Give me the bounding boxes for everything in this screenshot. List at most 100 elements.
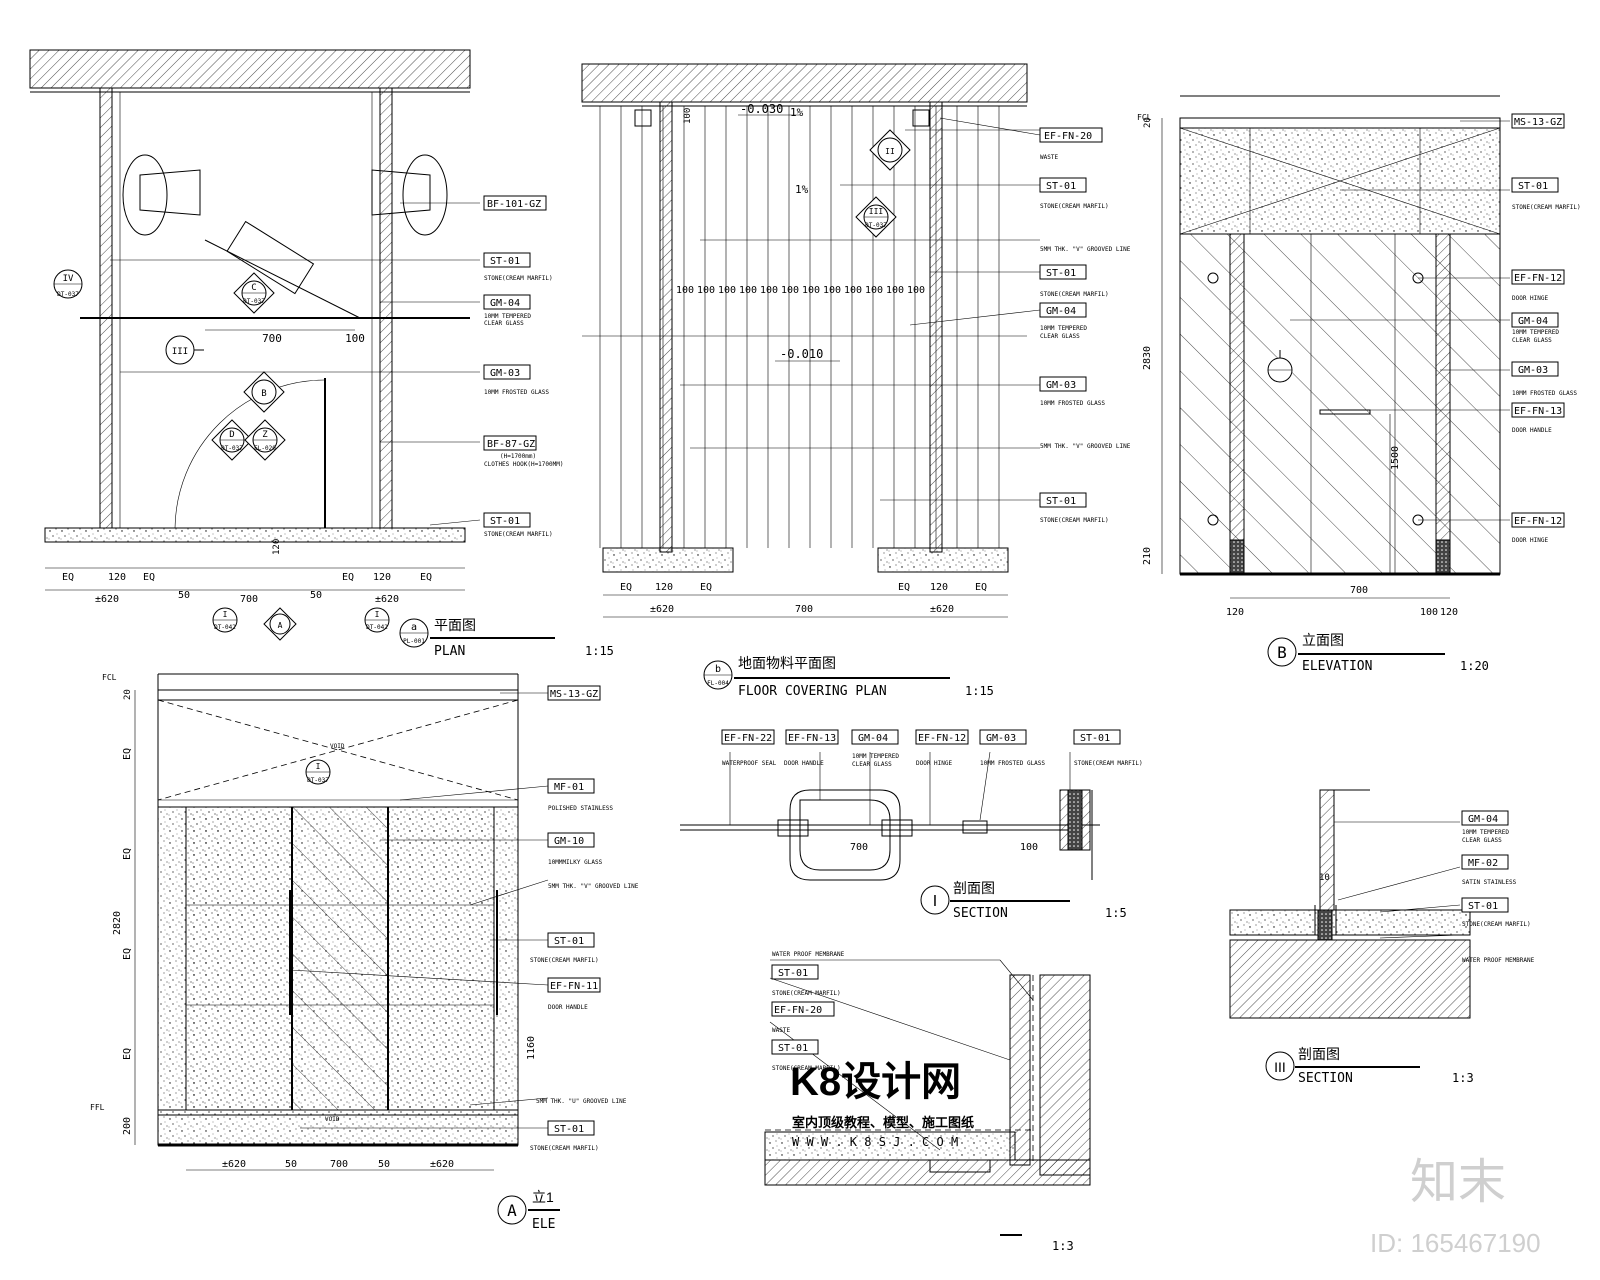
svg-text:5MM THK. "V" GROOVED LINE: 5MM THK. "V" GROOVED LINE	[548, 883, 639, 890]
marker-z: Z EL-020	[244, 419, 286, 461]
svg-text:B: B	[1277, 643, 1287, 662]
marker-iii-plan: III	[165, 335, 204, 365]
svg-text:STONE(CREAM MARFIL): STONE(CREAM MARFIL)	[1040, 203, 1109, 210]
svg-text:EQ: EQ	[620, 582, 632, 593]
svg-text:b: b	[715, 664, 721, 675]
section-ii: WATER PROOF MEMBRANE ST-01 STONE(CREAM M…	[764, 951, 1091, 1253]
svg-text:DT-037: DT-037	[243, 298, 265, 305]
svg-text:STONE(CREAM MARFIL): STONE(CREAM MARFIL)	[484, 531, 553, 538]
svg-text:FCL: FCL	[102, 673, 117, 682]
svg-text:EQ: EQ	[122, 848, 133, 860]
svg-text:CLOTHES HOOK(H=1700MM): CLOTHES HOOK(H=1700MM)	[484, 461, 563, 468]
grid-dim-label: 100	[865, 285, 883, 296]
svg-text:100: 100	[1020, 842, 1038, 853]
svg-text:C: C	[251, 283, 256, 293]
watermark-id: ID: 165467190	[1370, 1228, 1541, 1258]
svg-text:DT-042: DT-042	[366, 624, 388, 631]
svg-text:700: 700	[240, 594, 258, 605]
svg-text:EQ: EQ	[143, 572, 155, 583]
svg-text:2820: 2820	[112, 911, 123, 935]
svg-text:DOOR HANDLE: DOOR HANDLE	[548, 1004, 588, 1011]
svg-text:B: B	[261, 389, 266, 399]
svg-text:FL-004: FL-004	[707, 680, 729, 687]
svg-text:EQ: EQ	[122, 748, 133, 760]
svg-text:MF-01: MF-01	[554, 782, 584, 793]
grid-dim-label: 100	[802, 285, 820, 296]
zhimo-logo: 知末	[1410, 1156, 1506, 1209]
svg-text:±620: ±620	[650, 604, 674, 615]
svg-text:200: 200	[122, 1117, 133, 1135]
elevation-b-title: B 立面图 ELEVATION 1:20	[1267, 632, 1489, 674]
svg-text:FLOOR COVERING PLAN: FLOOR COVERING PLAN	[738, 684, 887, 699]
grid-dim-label: 100	[697, 285, 715, 296]
svg-text:700: 700	[262, 332, 282, 345]
svg-text:A: A	[278, 621, 283, 630]
svg-text:ST-01: ST-01	[1468, 901, 1498, 912]
svg-text:立面图: 立面图	[1302, 632, 1344, 648]
floor-plan-title: b FL-004 地面物料平面图 FLOOR COVERING PLAN 1:1…	[703, 655, 994, 699]
svg-text:STONE(CREAM MARFIL): STONE(CREAM MARFIL)	[484, 275, 553, 282]
svg-text:GM-04: GM-04	[490, 298, 520, 309]
svg-text:EQ: EQ	[975, 582, 987, 593]
svg-text:10MM FROSTED GLASS: 10MM FROSTED GLASS	[980, 760, 1045, 767]
svg-text:120: 120	[108, 572, 126, 583]
svg-text:CLEAR GLASS: CLEAR GLASS	[852, 761, 892, 768]
svg-text:VOID: VOID	[325, 1116, 340, 1123]
svg-text:CLEAR GLASS: CLEAR GLASS	[1512, 337, 1552, 344]
svg-text:EQ: EQ	[62, 572, 74, 583]
svg-text:SECTION: SECTION	[953, 906, 1008, 921]
svg-text:50: 50	[178, 590, 190, 601]
svg-text:EQ: EQ	[342, 572, 354, 583]
svg-text:EL-020: EL-020	[254, 445, 276, 452]
marker-i-left: I DT-042	[212, 607, 238, 633]
svg-text:10MM FROSTED GLASS: 10MM FROSTED GLASS	[1512, 390, 1577, 397]
svg-text:III: III	[869, 207, 884, 216]
svg-text:5MM THK. "U" GROOVED LINE: 5MM THK. "U" GROOVED LINE	[536, 1098, 627, 1105]
svg-text:STONE(CREAM MARFIL): STONE(CREAM MARFIL)	[772, 1065, 841, 1072]
svg-text:-0.030: -0.030	[740, 102, 783, 116]
marker-iii-floor: III DT-037	[855, 196, 897, 238]
svg-text:PLAN: PLAN	[434, 644, 465, 659]
svg-text:DOOR HINGE: DOOR HINGE	[1512, 295, 1549, 302]
svg-text:ST-01: ST-01	[1046, 181, 1076, 192]
svg-text:WASTE: WASTE	[1040, 154, 1058, 161]
svg-text:120: 120	[1226, 607, 1244, 618]
marker-iii-elev	[1267, 350, 1293, 383]
svg-text:WATER PROOF MEMBRANE: WATER PROOF MEMBRANE	[772, 951, 845, 958]
svg-text:10MM FROSTED GLASS: 10MM FROSTED GLASS	[484, 389, 549, 396]
svg-text:室内顶级教程、模型、施工图纸: 室内顶级教程、模型、施工图纸	[792, 1115, 974, 1130]
svg-text:ST-01: ST-01	[1518, 181, 1548, 192]
svg-text:EF-FN-12: EF-FN-12	[1514, 273, 1562, 284]
svg-text:SATIN STAINLESS: SATIN STAINLESS	[1462, 879, 1517, 886]
svg-text:±620: ±620	[95, 594, 119, 605]
svg-text:EF-FN-13: EF-FN-13	[788, 733, 836, 744]
svg-text:STONE(CREAM MARFIL): STONE(CREAM MARFIL)	[1512, 204, 1581, 211]
svg-text:DOOR HANDLE: DOOR HANDLE	[1512, 427, 1552, 434]
svg-text:ST-01: ST-01	[1080, 733, 1110, 744]
svg-text:ST-01: ST-01	[778, 968, 808, 979]
svg-text:FFL: FFL	[90, 1103, 105, 1112]
grid-dim-label: 100	[886, 285, 904, 296]
marker-i-right: I DT-042	[364, 607, 390, 633]
svg-text:EF-FN-13: EF-FN-13	[1514, 406, 1562, 417]
svg-text:GM-03: GM-03	[1046, 380, 1076, 391]
watermark-k8: K8设计网 室内顶级教程、模型、施工图纸 W W W . K 8 S J . C…	[790, 1060, 974, 1149]
svg-text:ST-01: ST-01	[554, 936, 584, 947]
grid-dim-label: 100	[781, 285, 799, 296]
svg-text:±620: ±620	[222, 1159, 246, 1170]
svg-text:1500: 1500	[1390, 446, 1401, 470]
svg-text:GM-03: GM-03	[490, 368, 520, 379]
marker-c: C DT-037	[233, 272, 275, 314]
svg-text:EQ: EQ	[420, 572, 432, 583]
floor-stripes	[599, 106, 1000, 548]
svg-text:±620: ±620	[375, 594, 399, 605]
svg-text:GM-04: GM-04	[1046, 306, 1076, 317]
grid-dim-label: 100	[676, 285, 694, 296]
svg-text:II: II	[885, 147, 895, 156]
grid-dim-label: 100	[760, 285, 778, 296]
svg-text:1:15: 1:15	[965, 684, 994, 698]
svg-text:1160: 1160	[526, 1036, 537, 1060]
svg-text:GM-04: GM-04	[858, 733, 888, 744]
elevation-b: 2830 20 210 1500 FCL 120 700 100 120 MS-…	[1137, 95, 1581, 674]
